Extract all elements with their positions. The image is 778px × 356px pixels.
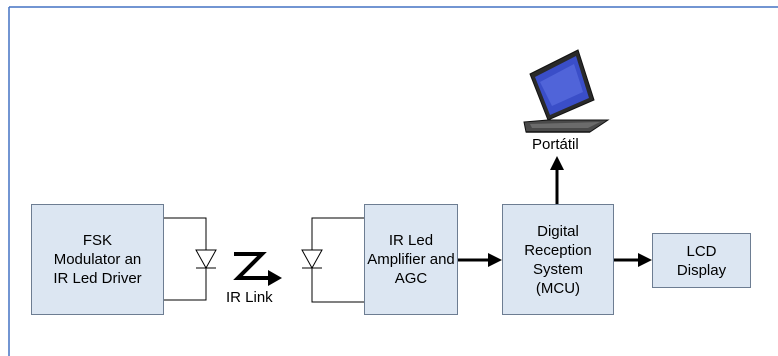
arrow-mcu-to-laptop [550, 156, 564, 204]
receiver-led-circuit [311, 217, 364, 303]
transmitter-led-circuit [164, 217, 207, 301]
ir-amplifier-block: IR Led Amplifier and AGC [364, 204, 458, 315]
diode-icon [301, 249, 323, 270]
fsk-modulator-block: FSK Modulator an IR Led Driver [31, 204, 164, 315]
ir-link-label: IR Link [226, 289, 273, 306]
laptop-label: Portátil [532, 136, 579, 153]
lightning-icon [233, 252, 282, 286]
arrow-mcu-to-lcd [614, 253, 652, 267]
mcu-block: Digital Reception System (MCU) [502, 204, 614, 315]
diode-icon [195, 249, 217, 270]
lcd-display-block: LCD Display [652, 233, 751, 288]
arrow-amplifier-to-mcu [458, 253, 502, 267]
laptop-icon [523, 49, 610, 133]
